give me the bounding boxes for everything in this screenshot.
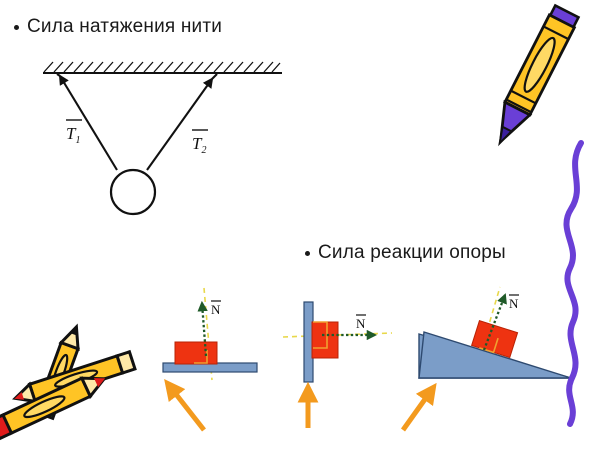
red-block <box>174 341 218 365</box>
bullet-marker-icon <box>14 25 19 30</box>
t1-symbol: T <box>66 124 77 143</box>
string-right-tension-vector <box>146 77 214 171</box>
bullet-marker-icon <box>305 251 310 256</box>
bullet-normal-label: Сила реакции опоры <box>318 242 506 263</box>
label-n-incline: N <box>509 294 519 311</box>
svg-text:T2: T2 <box>192 134 206 156</box>
pencil-top-right-icon <box>498 3 581 147</box>
n-symbol: N <box>356 316 366 331</box>
ceiling-hatching-icon <box>43 61 282 74</box>
svg-text:T1: T1 <box>66 124 80 146</box>
t2-subscript: 2 <box>201 145 206 156</box>
string-right-upper <box>211 73 218 80</box>
support-surface-incline-shape <box>418 331 572 379</box>
pendulum-bob <box>109 168 157 216</box>
n-symbol: N <box>509 296 519 311</box>
n-symbol: N <box>211 302 221 317</box>
purple-squiggle-icon <box>563 140 584 427</box>
normal-force-vector <box>482 293 507 351</box>
normal-force-vector <box>197 300 208 357</box>
pencils-bottom-left-icon <box>0 323 137 441</box>
pointer-arrow-icon <box>164 379 206 432</box>
normal-diagram-inclined-plane: N <box>400 286 572 432</box>
string-left-tension-vector <box>58 74 118 171</box>
red-block <box>311 321 339 359</box>
normal-diagram-vertical-wall: N <box>282 301 393 428</box>
pointer-arrow-icon <box>400 382 437 432</box>
label-n-horizontal: N <box>211 300 221 317</box>
t2-symbol: T <box>192 134 203 153</box>
label-t1: T1 <box>66 119 82 146</box>
normal-diagram-horizontal-surface: N <box>162 287 258 432</box>
label-t2: T2 <box>192 129 208 156</box>
t1-subscript: 1 <box>75 135 80 146</box>
label-n-vertical-wall: N <box>356 314 366 331</box>
bullet-tension-force: Сила натяжения нити <box>14 16 222 38</box>
bullet-tension-label: Сила натяжения нити <box>27 16 223 37</box>
tension-diagram: T1 T2 <box>43 61 282 216</box>
string-left-upper <box>56 73 61 77</box>
bullet-normal-force: Сила реакции опоры <box>305 242 506 264</box>
